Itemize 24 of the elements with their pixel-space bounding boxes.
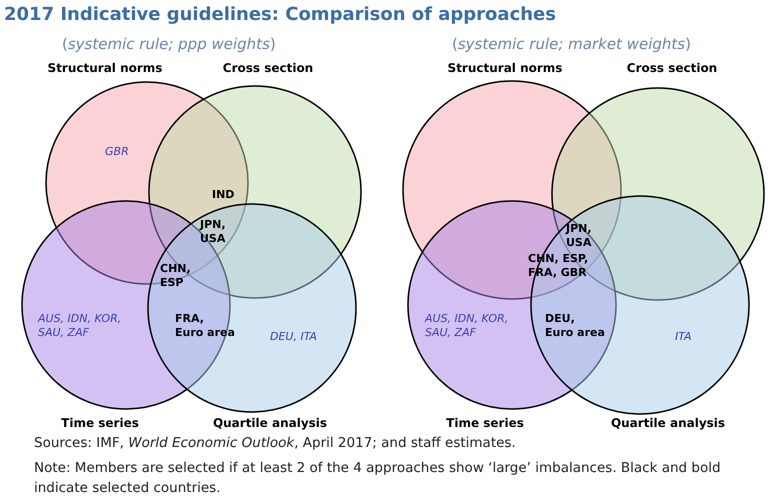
set-heading: Quartile analysis (610, 416, 726, 430)
country-label: AUS, IDN, KOR, SAU, ZAF (425, 312, 510, 341)
set-heading: Structural norms (448, 61, 562, 75)
set-heading: Time series (61, 416, 139, 430)
country-label: FRA, Euro area (175, 312, 235, 341)
set-heading: Cross section (626, 61, 718, 75)
country-label: JPN, USA (566, 222, 593, 251)
set-heading: Time series (446, 416, 524, 430)
footnote: Note: Members are selected if at least 2 of the 4 approaches show ‘large’ imbalances. Black and bold indicate selected countries. (34, 459, 722, 498)
set-heading: Structural norms (48, 61, 162, 75)
country-label: GBR (105, 145, 130, 160)
set-heading: Quartile analysis (212, 416, 328, 430)
source-note: Sources: IMF, World Economic Outlook, April 2017; and staff estimates. (34, 434, 517, 453)
set-heading: Cross section (222, 61, 314, 75)
country-label: DEU, Euro area (545, 312, 605, 341)
country-label: DEU, ITA (270, 330, 318, 344)
country-label: ITA (675, 330, 692, 344)
country-label: CHN, ESP (160, 262, 192, 291)
subtitle: (systemic rule; ppp weights) (62, 35, 276, 54)
country-label: AUS, IDN, KOR, SAU, ZAF (38, 312, 122, 341)
country-label: IND (212, 188, 236, 202)
subtitle: (systemic rule; market weights) (452, 35, 691, 54)
country-label: JPN, USA (200, 218, 227, 247)
title: 2017 Indicative guidelines: Comparison of approaches (4, 4, 556, 25)
